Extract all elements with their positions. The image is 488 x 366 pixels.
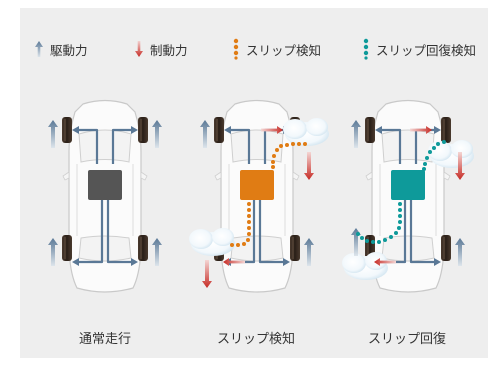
slip-recover-dots — [356, 140, 446, 244]
car-slip-recover — [342, 99, 474, 293]
legend-brake-label: 制動力 — [150, 42, 188, 58]
legend-drive-label: 駆動力 — [50, 42, 88, 58]
orange-dots-icon — [233, 38, 239, 60]
legend-slip-detect-label: スリップ検知 — [246, 42, 322, 58]
center-unit-detect — [240, 170, 274, 200]
legend-slip-recover: スリップ回復検知 — [362, 34, 476, 64]
car-normal — [48, 99, 162, 293]
legend-slip-detect: スリップ検知 — [232, 34, 321, 64]
center-unit-recover — [391, 170, 425, 200]
legend-slip-recover-label: スリップ回復検知 — [376, 42, 477, 58]
slip-detect-dots — [230, 142, 307, 247]
car-slip-detect — [189, 99, 329, 293]
teal-dots-icon — [363, 38, 369, 60]
brake-arrow-icon — [135, 41, 143, 57]
caption-normal: 通常走行 — [78, 332, 132, 347]
caption-slip-detect: スリップ検知 — [216, 332, 296, 347]
caption-slip-recover: スリップ回復 — [367, 332, 447, 347]
center-unit-normal — [88, 170, 122, 200]
legend-drive: 駆動力 — [34, 34, 88, 64]
drive-arrow-icon — [35, 41, 43, 57]
legend-brake: 制動力 — [134, 34, 188, 64]
